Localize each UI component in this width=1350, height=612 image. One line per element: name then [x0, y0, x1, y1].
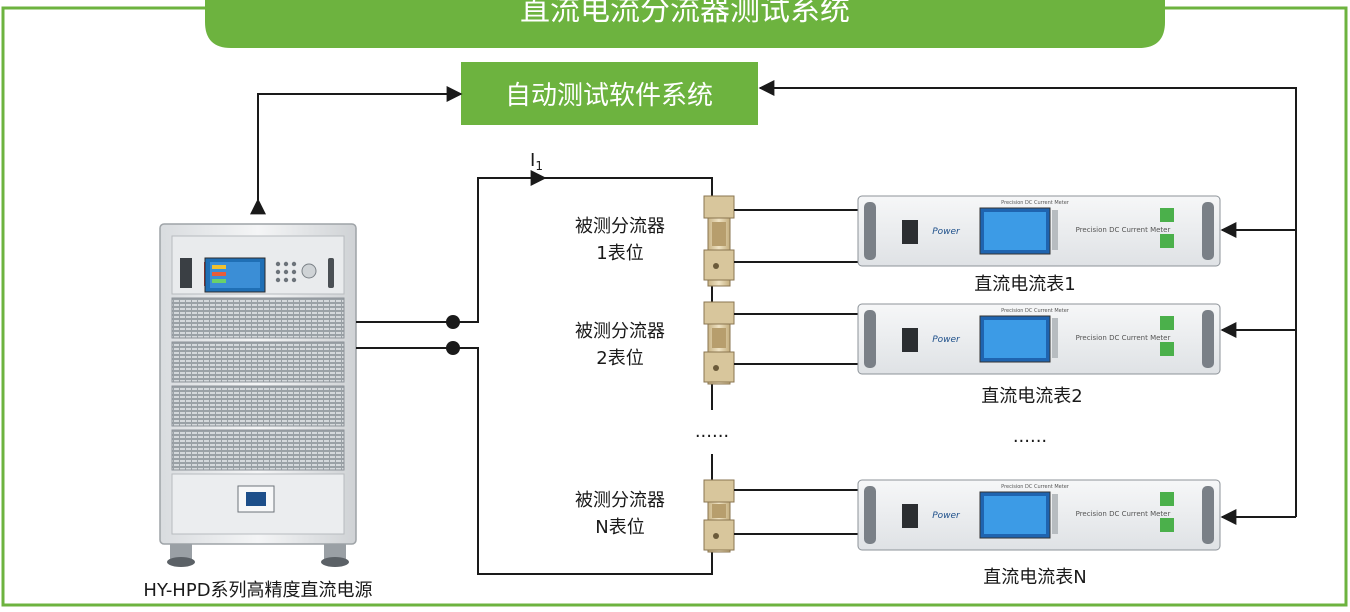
diagram-title: 直流电流分流器测试系统: [520, 0, 850, 28]
dc-current-meter-1: Precision DC Current Meter Precision DC …: [857, 195, 1221, 267]
shunt-2-label-line2: 2表位: [596, 348, 643, 369]
shunt-2-label-line1: 被测分流器: [575, 321, 665, 342]
svg-text:Precision DC Current Meter: Precision DC Current Meter: [1076, 334, 1171, 342]
svg-text:Precision DC Current Meter: Precision DC Current Meter: [1076, 226, 1171, 234]
negative-terminal-node: [446, 341, 460, 355]
shunt-2: [703, 301, 735, 385]
dc-current-meter-2: Precision DC Current Meter Precision DC …: [857, 303, 1221, 375]
title-banner: [205, 0, 1165, 48]
power-supply-label: HY-HPD系列高精度直流电源: [143, 580, 372, 601]
meter-2-label: 直流电流表2: [981, 386, 1082, 407]
shunt-n-label-line1: 被测分流器: [575, 490, 665, 511]
shunt-1-label-line2: 1表位: [596, 243, 643, 264]
dc-power-supply: [159, 223, 357, 567]
shunt-1: [703, 195, 735, 287]
svg-text:Power: Power: [932, 335, 961, 345]
current-label: I1: [530, 150, 543, 173]
positive-terminal-node: [446, 315, 460, 329]
shunt-1-label-line1: 被测分流器: [575, 216, 665, 237]
svg-text:Precision DC Current Meter: Precision DC Current Meter: [1001, 484, 1070, 490]
svg-text:Precision DC Current Meter: Precision DC Current Meter: [1076, 510, 1171, 518]
dc-current-meter-n: Precision DC Current Meter Precision DC …: [857, 479, 1221, 551]
shunt-ellipsis: ......: [695, 421, 729, 442]
psu-software-link: [250, 86, 463, 215]
meter-n-label: 直流电流表N: [983, 567, 1086, 588]
negative-output-wire: [356, 347, 713, 575]
shunt-n: [703, 479, 735, 553]
meter-1-label: 直流电流表1: [974, 274, 1075, 295]
svg-text:Power: Power: [932, 511, 961, 521]
software-system-box: [461, 62, 758, 125]
sense-leads: [734, 209, 862, 535]
meter-ellipsis: ......: [1013, 426, 1047, 447]
svg-text:Power: Power: [932, 227, 961, 237]
meters-software-bus: [758, 80, 1297, 517]
positive-output-wire: [356, 177, 713, 323]
software-system-label: 自动测试软件系统: [505, 81, 713, 111]
svg-text:Precision DC Current Meter: Precision DC Current Meter: [1001, 200, 1070, 206]
svg-text:Precision DC Current Meter: Precision DC Current Meter: [1001, 308, 1070, 314]
shunt-n-label-line2: N表位: [595, 517, 644, 538]
